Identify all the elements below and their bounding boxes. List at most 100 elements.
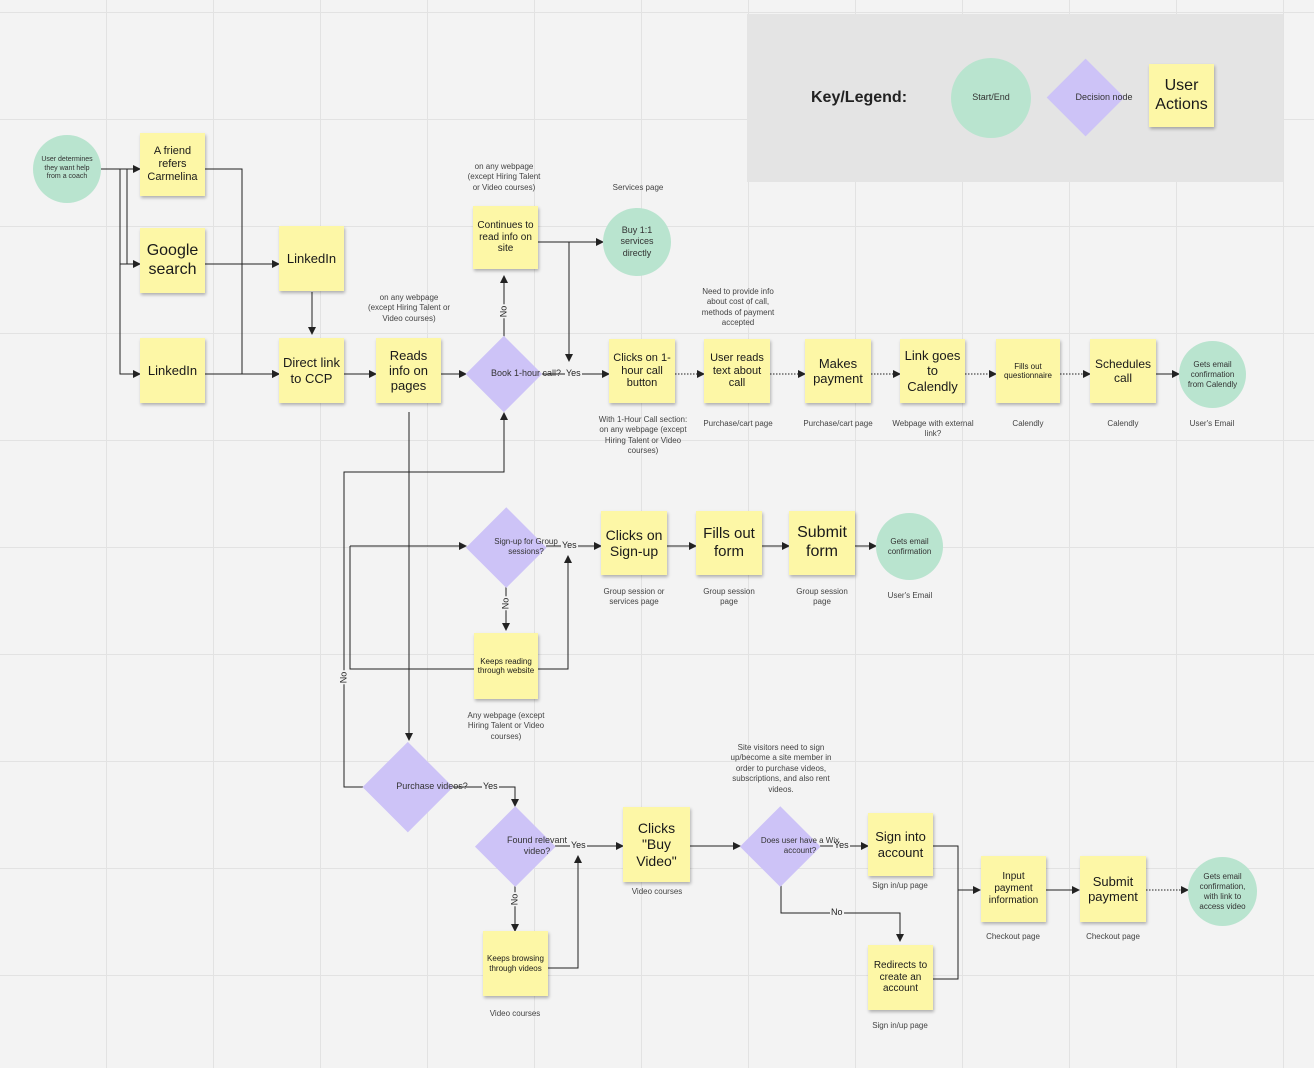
node-linkedin-src[interactable]: LinkedIn <box>140 338 205 403</box>
node-submit-form[interactable]: Submit form <box>789 511 855 575</box>
node-sign-into[interactable]: Sign into account <box>868 813 933 876</box>
caption-input-payment: Checkout page <box>986 932 1040 941</box>
edge-sign-input <box>933 845 981 894</box>
edge-label-signup-yes: Yes <box>561 540 578 550</box>
node-keeps-reading-label: Keeps reading through website <box>477 656 535 675</box>
node-fills-questionnaire[interactable]: Fills out questionnaire <box>996 339 1060 403</box>
caption-fills-q: Calendly <box>1012 419 1044 428</box>
node-input-payment[interactable]: Input payment information <box>981 856 1046 922</box>
edge-label-signup-no: No <box>500 596 511 611</box>
node-email-group-label: Gets email confirmation <box>887 536 932 556</box>
legend-decision-label: Decision node <box>1075 92 1133 103</box>
node-continues-read-label: Continues to read info on site <box>477 219 534 255</box>
edge-friend-direct <box>205 168 280 378</box>
caption-email-group: User's Email <box>887 591 933 600</box>
node-makes-payment[interactable]: Makes payment <box>805 339 871 403</box>
edge-redirects-input <box>933 890 959 980</box>
node-found-video-label: Found relevant video? <box>506 834 568 856</box>
caption-cost: Need to provide info about cost of call,… <box>701 287 775 328</box>
node-wix-account[interactable]: Does user have a Wix account? <box>739 805 839 886</box>
legend-user-actions-label: User Actions <box>1155 76 1208 113</box>
edge-label-found-yes: Yes <box>570 840 587 850</box>
node-reads-info[interactable]: Reads info on pages <box>376 338 441 403</box>
edge-label-purchase-no: No <box>338 670 349 685</box>
node-google-label: Google search <box>146 241 199 278</box>
node-linkedin-mid[interactable]: LinkedIn <box>279 226 344 291</box>
node-submit-payment[interactable]: Submit payment <box>1080 856 1146 922</box>
edge-browsing-clicks <box>548 855 582 969</box>
edge-label-wix-no: No <box>830 907 844 917</box>
node-friend[interactable]: A friend refers Carmelina <box>140 133 205 196</box>
edge-start-linkedin <box>101 168 141 378</box>
node-schedules-call[interactable]: Schedules call <box>1090 339 1156 403</box>
node-schedules-call-label: Schedules call <box>1094 356 1152 385</box>
node-start-label: User determines they want help from a co… <box>41 155 93 181</box>
node-direct-link[interactable]: Direct link to CCP <box>279 338 344 403</box>
edge-purchase-no-loop <box>343 412 508 788</box>
legend-title: Key/Legend: <box>811 89 908 106</box>
node-link-calendly-label: Link goes to Calendly <box>904 348 961 394</box>
node-book-call[interactable]: Book 1-hour call? <box>465 335 561 412</box>
node-keeps-browsing-label: Keeps browsing through videos <box>487 954 544 973</box>
caption-submit-payment: Checkout page <box>1086 932 1140 941</box>
node-wix-account-label: Does user have a Wix account? <box>760 836 840 855</box>
node-redirects[interactable]: Redirects to create an account <box>868 945 933 1010</box>
legend-decision[interactable]: Decision node <box>1046 58 1133 137</box>
node-google[interactable]: Google search <box>140 228 205 293</box>
caption-keeps-browsing: Video courses <box>489 1009 541 1018</box>
edge-label-book-no: No <box>498 304 509 319</box>
caption-continues: on any webpage (except Hiring Talent or … <box>467 162 541 192</box>
node-buy-services-label: Buy 1:1 services directly <box>620 225 654 258</box>
legend-start-end-label: Start/End <box>972 92 1010 103</box>
node-start[interactable]: User determines they want help from a co… <box>33 135 101 203</box>
caption-reads-cost: Purchase/cart page <box>703 419 773 428</box>
node-clicks-call[interactable]: Clicks on 1-hour call button <box>609 339 675 403</box>
legend-user-actions[interactable]: User Actions <box>1149 64 1214 127</box>
caption-sign-into: Sign in/up page <box>872 881 928 890</box>
node-purchase-videos-label: Purchase videos? <box>396 781 468 792</box>
node-clicks-signup-label: Clicks on Sign-up <box>605 526 663 559</box>
node-keeps-browsing[interactable]: Keeps browsing through videos <box>483 931 548 996</box>
legend-start-end[interactable]: Start/End <box>951 58 1031 138</box>
node-clicks-call-label: Clicks on 1-hour call button <box>613 351 671 390</box>
caption-fills-form: Group session page <box>703 587 755 607</box>
caption-services: Services page <box>612 183 664 192</box>
node-makes-payment-label: Makes payment <box>813 355 863 386</box>
node-email-calendly[interactable]: Gets email confirmation from Calendly <box>1179 341 1246 408</box>
node-clicks-signup[interactable]: Clicks on Sign-up <box>601 511 667 575</box>
node-fills-questionnaire-label: Fills out questionnaire <box>1003 361 1053 380</box>
caption-email-calendly: User's Email <box>1189 419 1235 428</box>
node-submit-form-label: Submit form <box>797 524 847 560</box>
node-keeps-reading[interactable]: Keeps reading through website <box>474 633 538 699</box>
node-reads-cost-label: User reads text about call <box>710 351 764 390</box>
caption-link-calendly: Webpage with external link? <box>892 419 974 439</box>
node-purchase-videos[interactable]: Purchase videos? <box>362 741 468 832</box>
edge-keeps-signup <box>538 555 572 670</box>
node-email-video[interactable]: Gets email confirmation, with link to ac… <box>1188 857 1257 926</box>
caption-clicks-buy: Video courses <box>631 887 683 896</box>
node-email-group[interactable]: Gets email confirmation <box>876 513 943 580</box>
node-signup-group[interactable]: Sign-up for Group sessions? <box>465 506 558 587</box>
node-buy-services[interactable]: Buy 1:1 services directly <box>603 208 671 276</box>
node-book-call-label: Book 1-hour call? <box>490 368 562 379</box>
caption-reads: on any webpage (except Hiring Talent or … <box>367 293 451 323</box>
caption-clicks-signup: Group session or services page <box>603 587 665 607</box>
edge-label-book-yes: Yes <box>565 368 582 378</box>
node-direct-link-label: Direct link to CCP <box>282 355 341 386</box>
edge-label-wix-yes: Yes <box>833 840 850 850</box>
node-sign-into-label: Sign into account <box>875 829 926 860</box>
caption-site-visitors: Site visitors need to sign up/become a s… <box>730 743 832 794</box>
edge-keeps-loop <box>349 546 474 670</box>
node-friend-label: A friend refers Carmelina <box>147 145 198 183</box>
node-fills-form[interactable]: Fills out form <box>696 511 762 575</box>
node-linkedin-mid-label: LinkedIn <box>286 250 337 266</box>
node-reads-cost[interactable]: User reads text about call <box>704 339 770 403</box>
node-continues-read[interactable]: Continues to read info on site <box>473 206 538 269</box>
node-signup-group-label: Sign-up for Group sessions? <box>494 537 558 556</box>
node-link-calendly[interactable]: Link goes to Calendly <box>900 339 965 403</box>
node-clicks-buy-video[interactable]: Clicks "Buy Video" <box>623 807 690 882</box>
caption-submit-form: Group session page <box>796 587 848 607</box>
caption-makes-payment: Purchase/cart page <box>803 419 873 428</box>
node-found-video[interactable]: Found relevant video? <box>474 805 567 886</box>
